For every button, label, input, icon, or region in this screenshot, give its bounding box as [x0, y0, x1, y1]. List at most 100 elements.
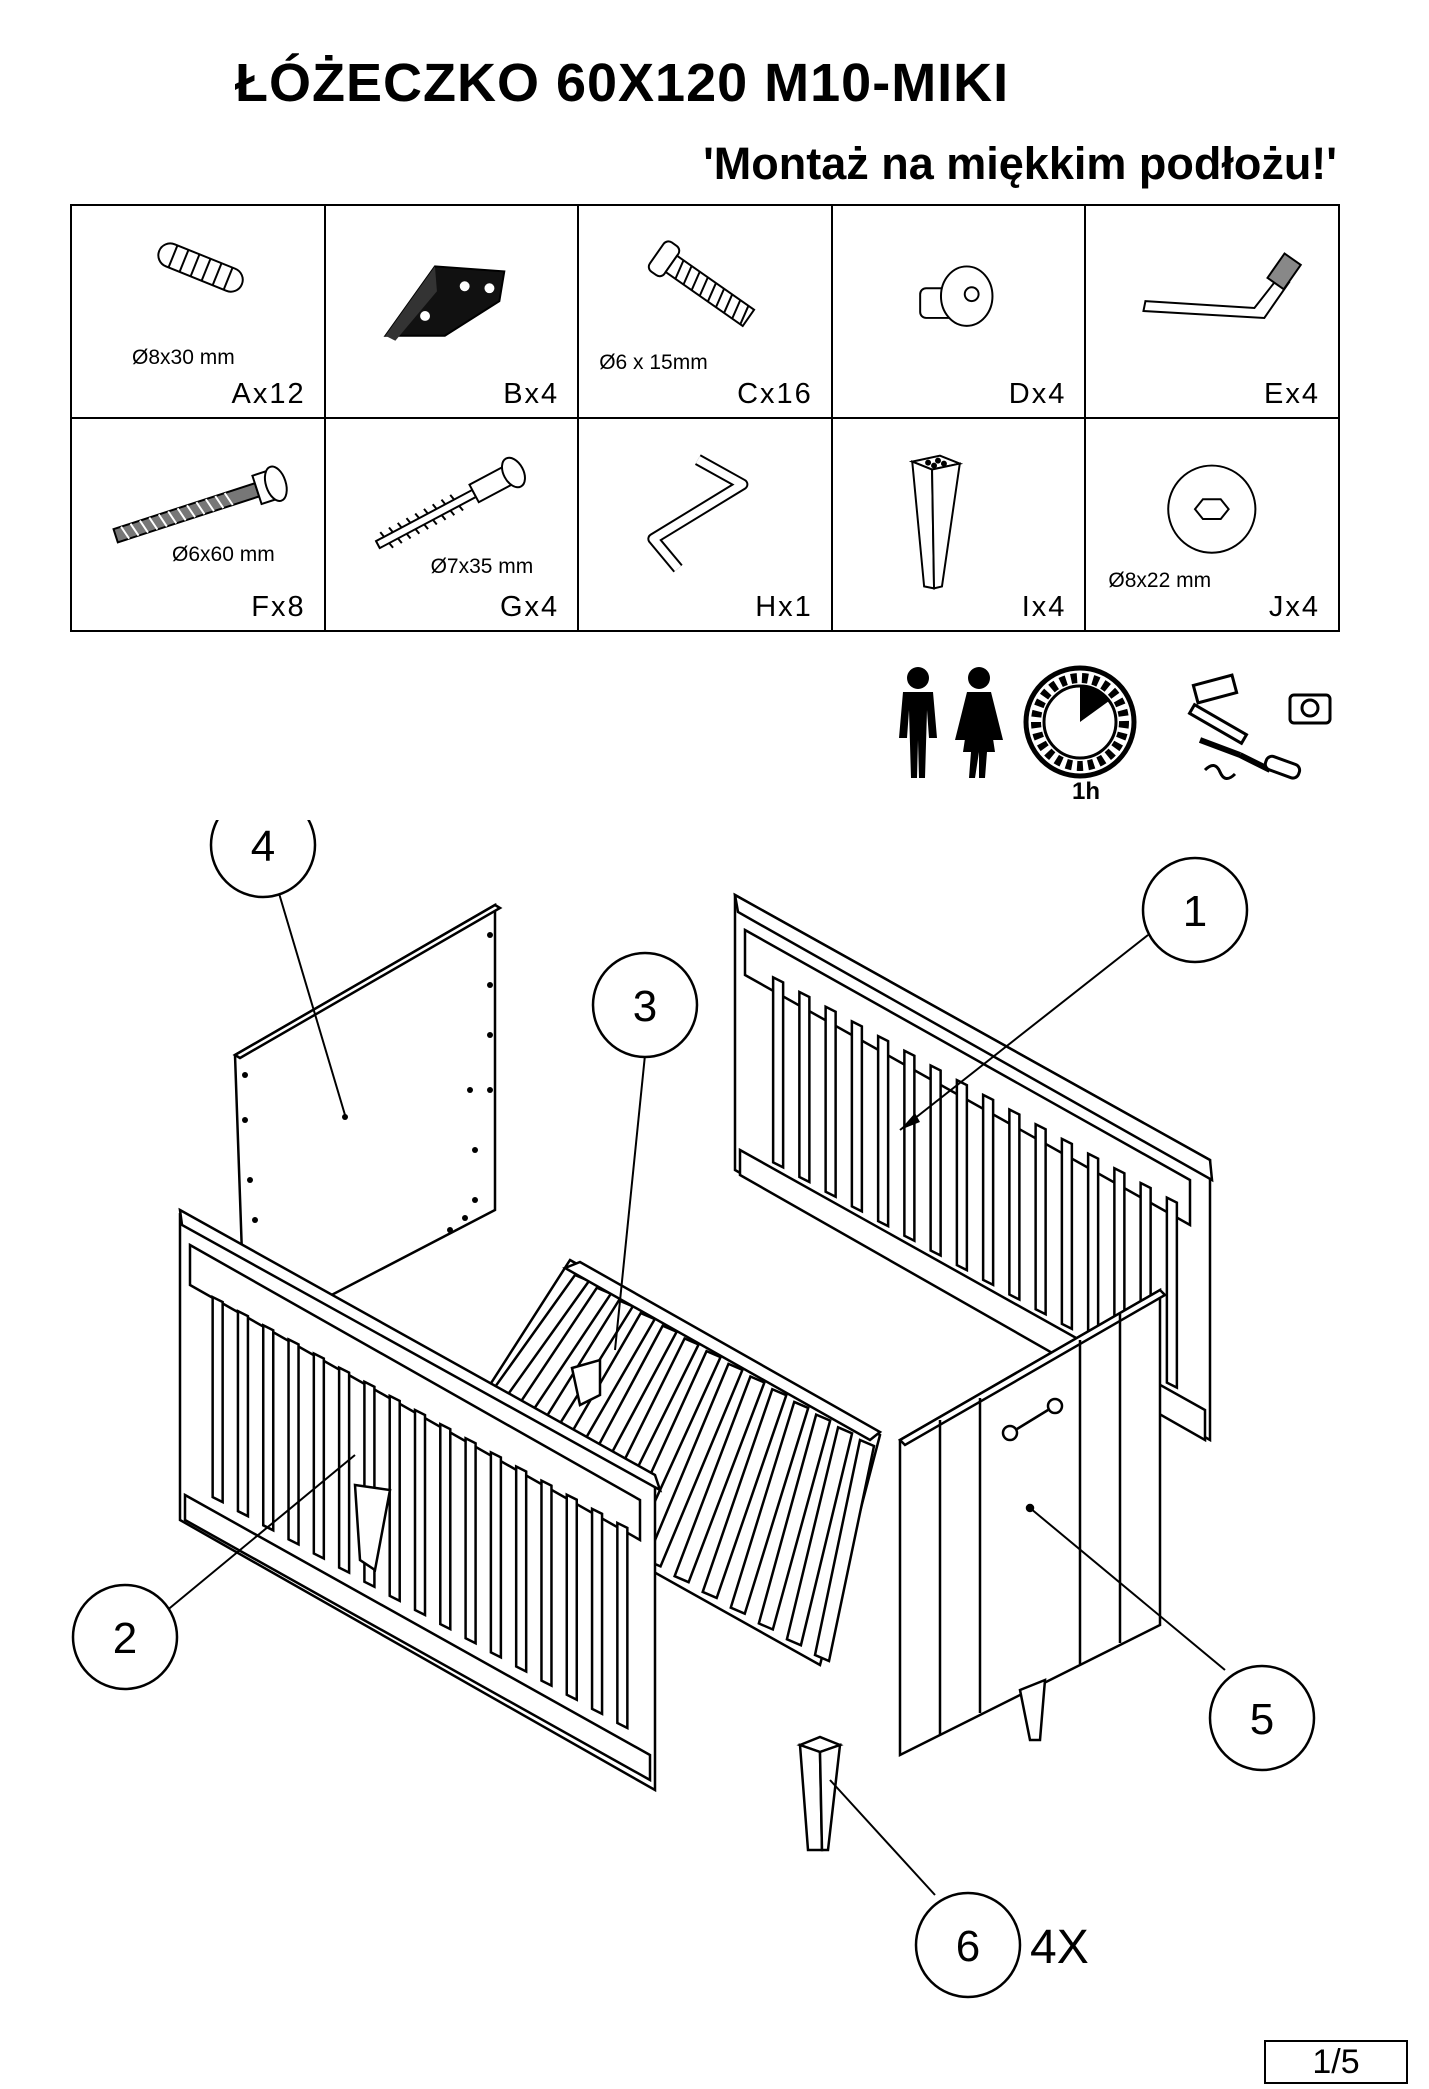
part-code: Ix4 — [1021, 591, 1067, 623]
rail-slat — [211, 1295, 224, 1505]
callout-5-number: 5 — [1250, 1695, 1274, 1744]
rail-slat — [287, 1337, 300, 1547]
rail-slat — [824, 1004, 837, 1199]
rail-slat — [439, 1422, 452, 1632]
rail-slat — [955, 1078, 969, 1273]
leader-lines — [164, 889, 1226, 1896]
corner-bracket-icon — [383, 265, 506, 341]
part-code: Hx1 — [755, 591, 813, 623]
part-cell-b: Bx4 — [323, 204, 580, 419]
part-cell-d: Dx4 — [830, 204, 1087, 419]
page-number: 1/5 — [1264, 2040, 1408, 2084]
rail-slat — [540, 1478, 553, 1688]
part-code: Jx4 — [1268, 591, 1320, 623]
two-persons-icon — [899, 667, 1003, 778]
parts-table: Ø8x30 mm Ax12 Bx4 Ø6 x 15mm Cx16 — [70, 204, 1340, 632]
part-code: Cx16 — [737, 378, 813, 410]
assembly-symbols — [899, 665, 1332, 780]
callout-2-number: 2 — [113, 1614, 137, 1663]
allen-key-icon — [647, 454, 749, 573]
rail-slat — [236, 1309, 250, 1519]
base-slat — [785, 1425, 854, 1647]
rail-slat — [413, 1407, 427, 1618]
part-code: Dx4 — [1008, 378, 1067, 410]
callout-5: 5 — [1208, 1664, 1316, 1772]
part-code: Fx8 — [251, 591, 306, 623]
rail-slat — [590, 1506, 604, 1716]
part-code: Gx4 — [500, 591, 560, 623]
part-dimension: Ø6x60 mm — [172, 543, 275, 566]
part-code: Ax12 — [231, 378, 306, 410]
part-dimension: Ø7x35 mm — [430, 555, 534, 578]
base-slat — [644, 1362, 745, 1569]
leg-part — [796, 1735, 844, 1852]
rail-slat — [903, 1048, 916, 1243]
end-panel-part — [897, 1287, 1168, 1758]
callout-4: 4 — [209, 820, 317, 899]
part-cell-g: Ø7x35 mm Gx4 — [323, 417, 580, 632]
rail-slat — [261, 1323, 275, 1533]
rail-slat — [850, 1019, 864, 1214]
washer-icon — [1167, 464, 1257, 554]
part-cell-i: Ix4 — [830, 417, 1087, 632]
part-cell-c: Ø6 x 15mm Cx16 — [577, 204, 833, 419]
clock-icon — [1023, 665, 1137, 779]
assembly-note: 'Montaż na miękkim podłożu!' — [703, 138, 1337, 189]
rail-slat — [876, 1034, 890, 1229]
leg-icon — [908, 454, 963, 590]
pin-icon — [1142, 252, 1303, 319]
part-code: Bx4 — [503, 378, 560, 410]
part-cell-a: Ø8x30 mm Ax12 — [70, 204, 326, 419]
part-code: Ex4 — [1264, 378, 1320, 410]
rail-slat — [1165, 1195, 1179, 1390]
part-cell-e: Ex4 — [1084, 204, 1340, 419]
rail-slat — [489, 1450, 503, 1660]
rail-slat — [464, 1436, 477, 1646]
rail-slat — [981, 1092, 995, 1287]
callout-2: 2 — [71, 1583, 179, 1691]
base-slat — [673, 1374, 766, 1584]
rail-slat — [1008, 1107, 1021, 1302]
rail-slat — [929, 1063, 942, 1258]
part-cell-j: Ø8x22 mm Jx4 — [1084, 417, 1340, 632]
rail-slat — [312, 1351, 326, 1561]
part-dimension: Ø8x30 mm — [132, 346, 235, 369]
rail-slat — [514, 1464, 528, 1674]
callout-6-number: 6 — [956, 1922, 980, 1971]
base-slat — [813, 1438, 876, 1663]
barrel-nut-icon — [918, 265, 994, 327]
rail-slat — [565, 1492, 579, 1702]
callout-4-number: 4 — [251, 822, 275, 871]
side-rail-front-part — [178, 1207, 663, 1793]
assembly-time: 1h — [1072, 778, 1101, 805]
rail-slat — [798, 990, 811, 1185]
callout-6: 6 — [914, 1891, 1022, 1999]
tools-icon — [1187, 673, 1332, 780]
exploded-assembly-diagram: 1 2 3 4 5 6 — [71, 820, 1316, 1999]
rail-slat — [616, 1520, 629, 1730]
rail-slat — [388, 1393, 401, 1603]
callout-1-number: 1 — [1183, 887, 1207, 936]
part-cell-f: Ø6x60 mm Fx8 — [70, 417, 326, 632]
callout-1: 1 — [1141, 856, 1249, 964]
leg-quantity: 4X — [1030, 1921, 1089, 1974]
dowel-icon — [157, 242, 244, 293]
part-cell-h: Hx1 — [577, 417, 833, 632]
callout-3-number: 3 — [633, 982, 657, 1031]
callout-3: 3 — [591, 951, 699, 1059]
bolt-icon — [648, 240, 756, 328]
rail-slat — [1034, 1122, 1047, 1317]
part-dimension: Ø8x22 mm — [1108, 569, 1212, 592]
base-slat — [701, 1387, 788, 1600]
document-title: ŁÓŻECZKO 60X120 M10-MIKI — [235, 53, 1010, 113]
rail-slat — [1086, 1151, 1100, 1346]
rail-slat — [771, 975, 785, 1170]
rail-slat — [337, 1365, 351, 1575]
connector-screw-icon — [374, 456, 526, 550]
base-slat — [757, 1412, 832, 1632]
long-bolt-icon — [112, 465, 288, 544]
base-slat — [729, 1400, 810, 1616]
part-dimension: Ø6 x 15mm — [599, 351, 708, 374]
back-panel-part — [232, 902, 503, 1343]
rail-slat — [1060, 1136, 1074, 1331]
